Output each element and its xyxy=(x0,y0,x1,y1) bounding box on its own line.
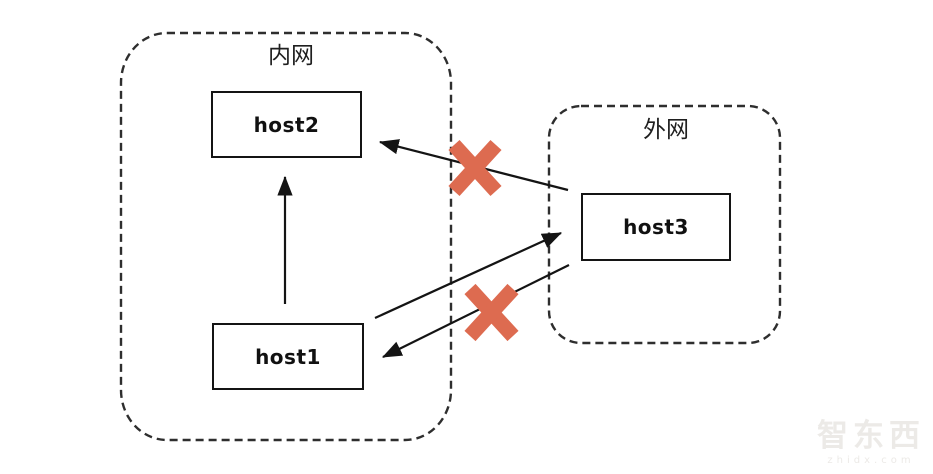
node-host1: host1 xyxy=(212,323,364,390)
arrow-host3-to-host2 xyxy=(378,139,569,192)
blocked-x-icon-host3-to-host1 xyxy=(464,283,519,342)
node-host2-label: host2 xyxy=(253,112,320,137)
watermark-logo-text: 智东西 xyxy=(817,418,925,454)
external-network-label: 外网 xyxy=(643,117,689,143)
node-host3: host3 xyxy=(581,193,731,261)
arrow-host3-to-host1 xyxy=(382,264,570,358)
node-host2: host2 xyxy=(211,91,362,158)
node-host1-label: host1 xyxy=(255,344,321,369)
node-host3-label: host3 xyxy=(623,215,689,239)
watermark: 智东西 zhidx.com xyxy=(817,418,925,467)
arrow-host1-to-host3 xyxy=(374,231,563,320)
blocked-x-icon-host3-to-host2 xyxy=(448,139,502,197)
internal-network-label: 内网 xyxy=(268,43,314,69)
watermark-domain-text: zhidx.com xyxy=(827,455,915,466)
